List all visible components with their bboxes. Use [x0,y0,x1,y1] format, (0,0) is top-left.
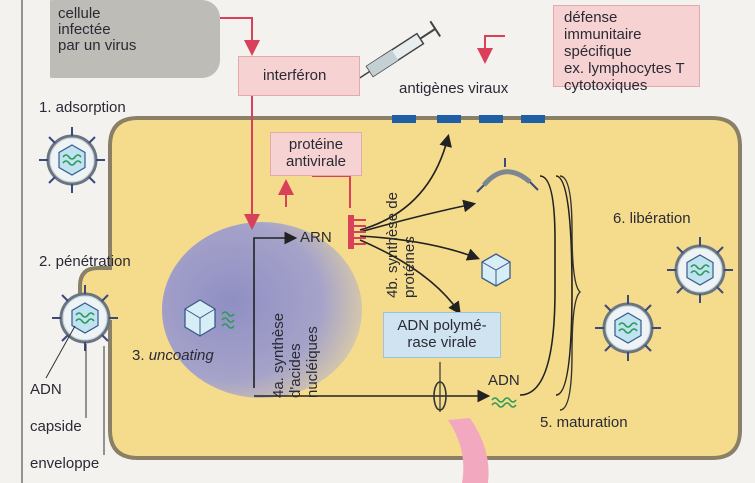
adn-label: ADN [488,372,520,389]
legend-adn: ADN [30,381,62,398]
mrna-ribosome-icon [348,215,366,249]
step1-adsorption-label: 1. adsorption [39,99,126,116]
viral-dna-polymerase-box: ADN polymé- rase virale [383,312,501,358]
step5-maturation-label: 5. maturation [540,414,628,431]
interferon-box: interféron [238,56,360,96]
arn-label: ARN [300,229,332,246]
specific-defense-box: défense immunitaire spécifique ex. lymph… [553,5,700,87]
legend-capside: capside [30,418,82,435]
viral-antigens-label: antigènes viraux [399,80,508,97]
step4b-label: 4b. synthèse de protéines [384,192,418,298]
step6-liberation-label: 6. libération [613,210,691,227]
legend-enveloppe: enveloppe [30,455,99,472]
step2-penetration-label: 2. pénétration [39,253,131,270]
infected-cell-label: cellule infectée par un virus [58,6,136,54]
step4a-label: 4a. synthèse d'acides nucléiques [270,313,321,398]
step3-uncoating-label: 3. uncoating [132,347,214,364]
antiviral-protein-box: protéine antivirale [270,132,362,176]
